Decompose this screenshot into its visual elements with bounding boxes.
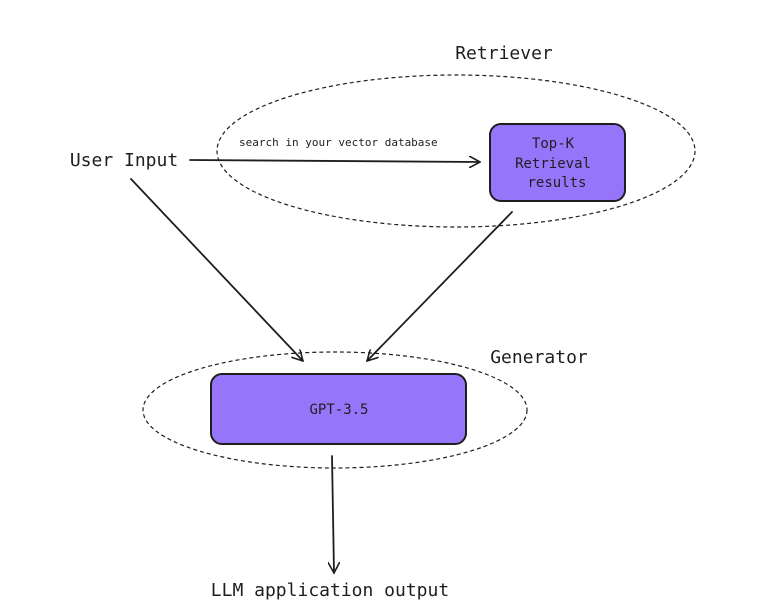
topk-box-line-3: results <box>527 175 586 191</box>
arrows <box>130 160 513 574</box>
retriever-boundary <box>216 74 696 228</box>
llm-output-label: LLM application output <box>211 580 449 601</box>
user-input-label: User Input <box>70 150 178 171</box>
arrow-user-input-to-generator <box>130 178 304 362</box>
topk-box-line-1: Top-K <box>532 136 575 152</box>
generator-boundary <box>142 351 528 469</box>
topk-retrieval-box[interactable] <box>489 123 626 202</box>
gpt-model-label: GPT-3.5 <box>309 402 368 418</box>
generator-group: Generator GPT-3.5 <box>142 347 588 469</box>
arrow-topk-to-generator <box>366 211 513 362</box>
arrow-user-input-to-topk <box>189 160 481 162</box>
retriever-edge-label: search in your vector database <box>239 136 438 149</box>
generator-title: Generator <box>490 347 588 368</box>
arrow-generator-to-output <box>332 455 334 574</box>
gpt-model-box[interactable] <box>210 373 467 445</box>
retriever-group: Retriever search in your vector database… <box>216 43 696 228</box>
retriever-title: Retriever <box>455 43 553 64</box>
topk-box-line-2: Retrieval <box>515 156 591 172</box>
